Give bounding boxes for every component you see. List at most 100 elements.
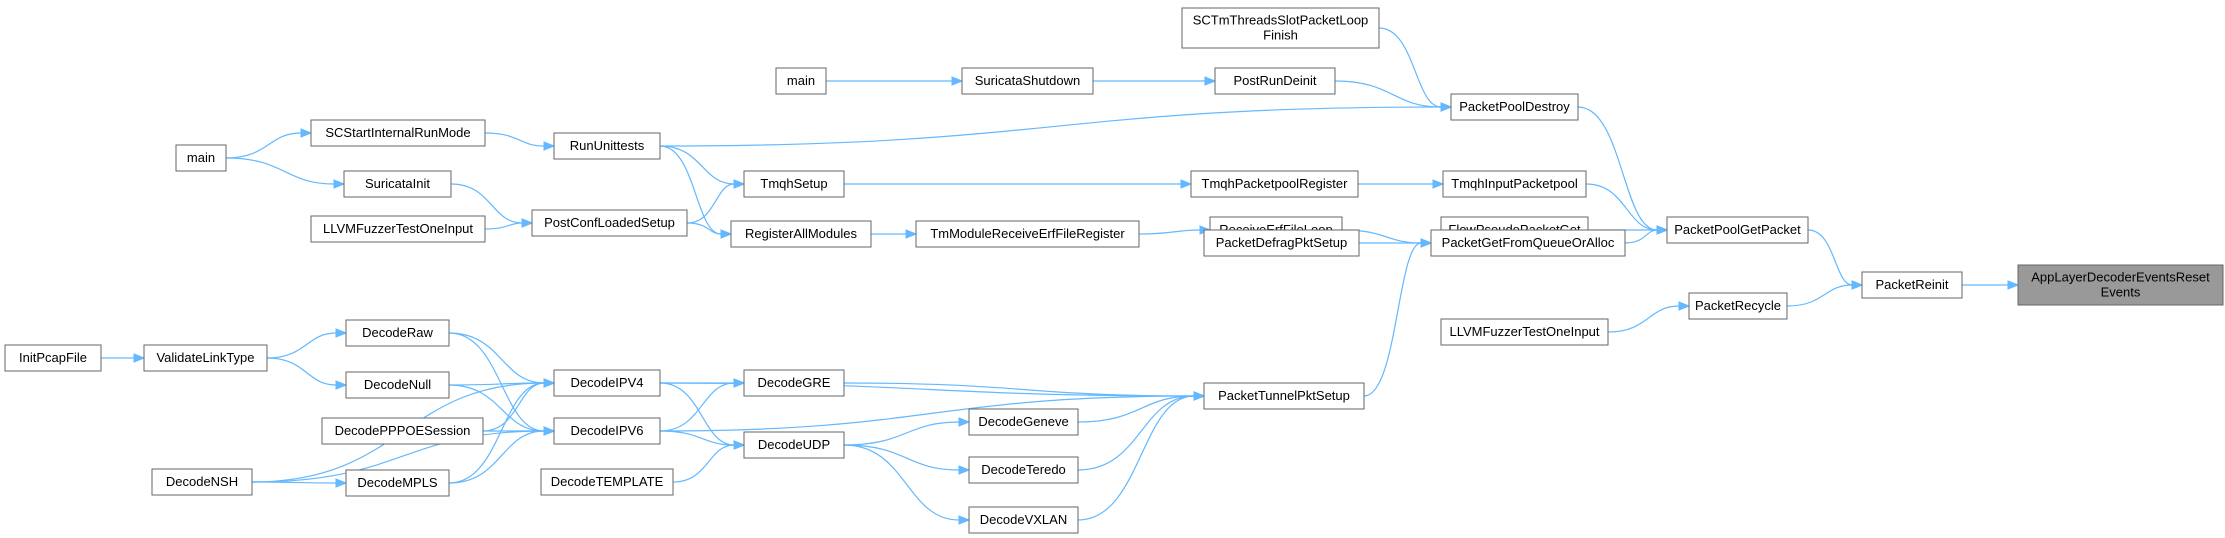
edge-post-conf-loaded-setup-to-register-all-modules: [686, 222, 733, 239]
node-suricata-shutdown[interactable]: SuricataShutdown: [961, 67, 1094, 95]
edge-validate-link-type-to-decode-raw: [266, 328, 348, 359]
edge-packet-recycle-to-packet-reinit: [1786, 280, 1864, 307]
node-llvmfuzzer-test-one-input[interactable]: LLVMFuzzerTestOneInput: [310, 215, 486, 243]
node-label: DecodeIPV6: [571, 423, 644, 438]
node-box: [1190, 170, 1359, 198]
edge-packet-pool-get-packet-to-packet-reinit: [1807, 229, 1864, 290]
node-box: [553, 417, 661, 445]
edge-post-conf-loaded-setup-to-tmqh-setup: [686, 179, 746, 224]
edge-sctm-threads-slot-packet-loop-finish-to-packet-pool-destroy: [1378, 27, 1453, 112]
edge-packet-tunnel-pkt-setup-to-packet-get-from-queue-or-alloc: [1363, 238, 1433, 397]
node-main[interactable]: main: [175, 144, 227, 172]
node-label: DecodePPPOESession: [335, 423, 471, 438]
node-label: main: [787, 73, 815, 88]
edge-decode-teredo-to-packet-tunnel-pkt-setup: [1077, 391, 1206, 471]
edge-decode-udp-to-decode-geneve: [843, 417, 971, 446]
node-box: [4, 344, 102, 372]
node-label: TmModuleReceiveErfFileRegister: [930, 226, 1125, 241]
node-decode-teredo[interactable]: DecodeTeredo: [968, 456, 1079, 484]
node-packet-recycle[interactable]: PacketRecycle: [1688, 292, 1788, 320]
node-label: DecodeMPLS: [357, 475, 438, 490]
node-decode-template[interactable]: DecodeTEMPLATE: [540, 468, 674, 496]
edge-packet-reinit-to-app-layer-decoder-events-reset-events: [1962, 280, 2020, 290]
node-packet-get-from-queue-or-alloc[interactable]: PacketGetFromQueueOrAlloc: [1430, 229, 1626, 257]
nodes-layer: AppLayerDecoderEventsResetEventsPacketRe…: [4, 7, 2224, 534]
node-packet-pool-get-packet[interactable]: PacketPoolGetPacket: [1666, 216, 1809, 244]
node-box: [1450, 93, 1579, 121]
node-decode-raw[interactable]: DecodeRaw: [345, 319, 450, 347]
node-decode-null[interactable]: DecodeNull: [345, 371, 450, 399]
edge-decode-gre-to-packet-tunnel-pkt-setup: [843, 382, 1206, 401]
node-box: [961, 67, 1094, 95]
node-label: SCStartInternalRunMode: [325, 125, 470, 140]
node-tmqh-input-packetpool[interactable]: TmqhInputPacketpool: [1442, 170, 1587, 198]
node-box: [1688, 292, 1788, 320]
node-label: InitPcapFile: [19, 350, 87, 365]
node-label: SuricataShutdown: [975, 73, 1081, 88]
edge-suricata-shutdown-to-post-run-deinit: [1093, 76, 1217, 86]
node-box: [743, 369, 845, 397]
node-suricata-init[interactable]: SuricataInit: [343, 170, 452, 198]
node-label: LLVMFuzzerTestOneInput: [323, 221, 473, 236]
node-label: DecodeTeredo: [981, 462, 1066, 477]
node-decode-gre[interactable]: DecodeGRE: [743, 369, 845, 397]
node-box: [1861, 271, 1963, 299]
node-box: [743, 431, 845, 459]
node-box: [915, 220, 1140, 248]
node-scstart-internal-run-mode[interactable]: SCStartInternalRunMode: [310, 119, 486, 147]
node-label: PacketPoolDestroy: [1459, 99, 1570, 114]
node-main[interactable]: main: [775, 67, 827, 95]
node-box: [1440, 318, 1609, 346]
node-box: [310, 215, 486, 243]
node-box: [1442, 170, 1587, 198]
edge-run-unittests-to-packet-pool-destroy: [659, 102, 1453, 147]
node-decode-geneve[interactable]: DecodeGeneve: [968, 408, 1079, 436]
node-decode-ipv4[interactable]: DecodeIPV4: [553, 369, 661, 397]
node-label: TmqhInputPacketpool: [1451, 176, 1578, 191]
node-label: TmqhPacketpoolRegister: [1202, 176, 1349, 191]
node-init-pcap-file[interactable]: InitPcapFile: [4, 344, 102, 372]
node-box: [968, 456, 1079, 484]
edge-tmqh-packetpool-register-to-tmqh-input-packetpool: [1358, 179, 1445, 189]
node-packet-pool-destroy[interactable]: PacketPoolDestroy: [1450, 93, 1579, 121]
node-run-unittests[interactable]: RunUnittests: [553, 132, 661, 160]
node-box: [968, 408, 1079, 436]
node-decode-udp[interactable]: DecodeUDP: [743, 431, 845, 459]
node-llvmfuzzer-test-one-input[interactable]: LLVMFuzzerTestOneInput: [1440, 318, 1609, 346]
node-validate-link-type[interactable]: ValidateLinkType: [143, 344, 268, 372]
node-tm-module-receive-erf-file-register[interactable]: TmModuleReceiveErfFileRegister: [915, 220, 1140, 248]
node-label: DecodeGRE: [758, 375, 831, 390]
node-box: [345, 469, 450, 497]
edge-decode-raw-to-decode-ipv4: [448, 332, 556, 388]
edge-decode-template-to-decode-udp: [672, 440, 746, 483]
node-box: [743, 170, 845, 198]
node-box: [310, 119, 486, 147]
node-box: [1214, 67, 1336, 95]
node-packet-defrag-pkt-setup[interactable]: PacketDefragPktSetup: [1203, 229, 1360, 257]
node-post-run-deinit[interactable]: PostRunDeinit: [1214, 67, 1336, 95]
edge-decode-vxlan-to-packet-tunnel-pkt-setup: [1077, 391, 1206, 521]
node-tmqh-packetpool-register[interactable]: TmqhPacketpoolRegister: [1190, 170, 1359, 198]
node-post-conf-loaded-setup[interactable]: PostConfLoadedSetup: [531, 209, 688, 237]
node-decode-pppoesession[interactable]: DecodePPPOESession: [321, 417, 484, 445]
edge-main-to-suricata-shutdown: [826, 76, 964, 86]
edge-tm-module-receive-erf-file-register-to-receive-erf-file-loop: [1138, 225, 1212, 235]
node-packet-tunnel-pkt-setup[interactable]: PacketTunnelPktSetup: [1203, 382, 1365, 410]
node-register-all-modules[interactable]: RegisterAllModules: [730, 220, 872, 248]
node-box: [540, 468, 674, 496]
node-label: LLVMFuzzerTestOneInput: [1449, 324, 1599, 339]
edge-tmqh-setup-to-tmqh-packetpool-register: [844, 179, 1193, 189]
node-packet-reinit[interactable]: PacketReinit: [1861, 271, 1963, 299]
node-decode-mpls[interactable]: DecodeMPLS: [345, 469, 450, 497]
node-box: [345, 319, 450, 347]
node-box: [775, 67, 827, 95]
node-decode-nsh[interactable]: DecodeNSH: [151, 468, 253, 496]
node-tmqh-setup[interactable]: TmqhSetup: [743, 170, 845, 198]
node-box: [151, 468, 253, 496]
node-decode-ipv6[interactable]: DecodeIPV6: [553, 417, 661, 445]
node-decode-vxlan[interactable]: DecodeVXLAN: [968, 506, 1079, 534]
edge-main-to-scstart-internal-run-mode: [225, 128, 313, 159]
